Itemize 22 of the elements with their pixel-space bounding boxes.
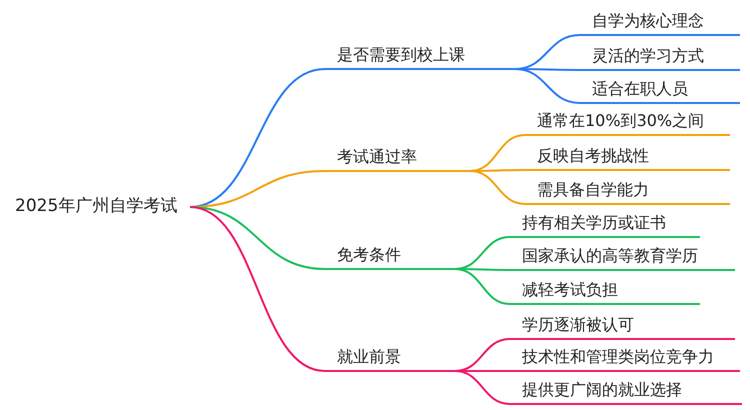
root-topic: 2025年广州自学考试: [15, 193, 190, 221]
topic-label: 持有相关学历或证书: [510, 210, 700, 238]
topic-label: 需具备自学能力: [525, 177, 730, 205]
topic-label: 免考条件: [325, 242, 455, 270]
topic-label: 技术性和管理类岗位竞争力: [510, 344, 740, 372]
branch-line: [454, 268, 510, 305]
topic-label: 灵活的学习方式: [580, 43, 740, 71]
topic-label: 考试通过率: [325, 144, 470, 172]
branch-line: [470, 170, 526, 205]
branch-line: [190, 206, 326, 372]
branch-line: [454, 370, 510, 405]
topic-label: 学历逐渐被认可: [510, 312, 735, 340]
branch-line: [514, 68, 580, 104]
topic-label: 国家承认的高等教育学历: [510, 243, 735, 271]
topic-label: 通常在10%到30%之间: [525, 108, 730, 136]
topic-label: 就业前景: [325, 344, 455, 372]
topic-label: 减轻考试负担: [510, 277, 700, 305]
topic-label: 反映自考挑战性: [525, 143, 730, 171]
topic-label: 自学为核心理念: [580, 8, 740, 36]
topic-label: 是否需要到校上课: [325, 42, 515, 70]
topic-label: 提供更广阔的就业选择: [510, 377, 742, 405]
topic-label: 适合在职人员: [580, 76, 740, 104]
